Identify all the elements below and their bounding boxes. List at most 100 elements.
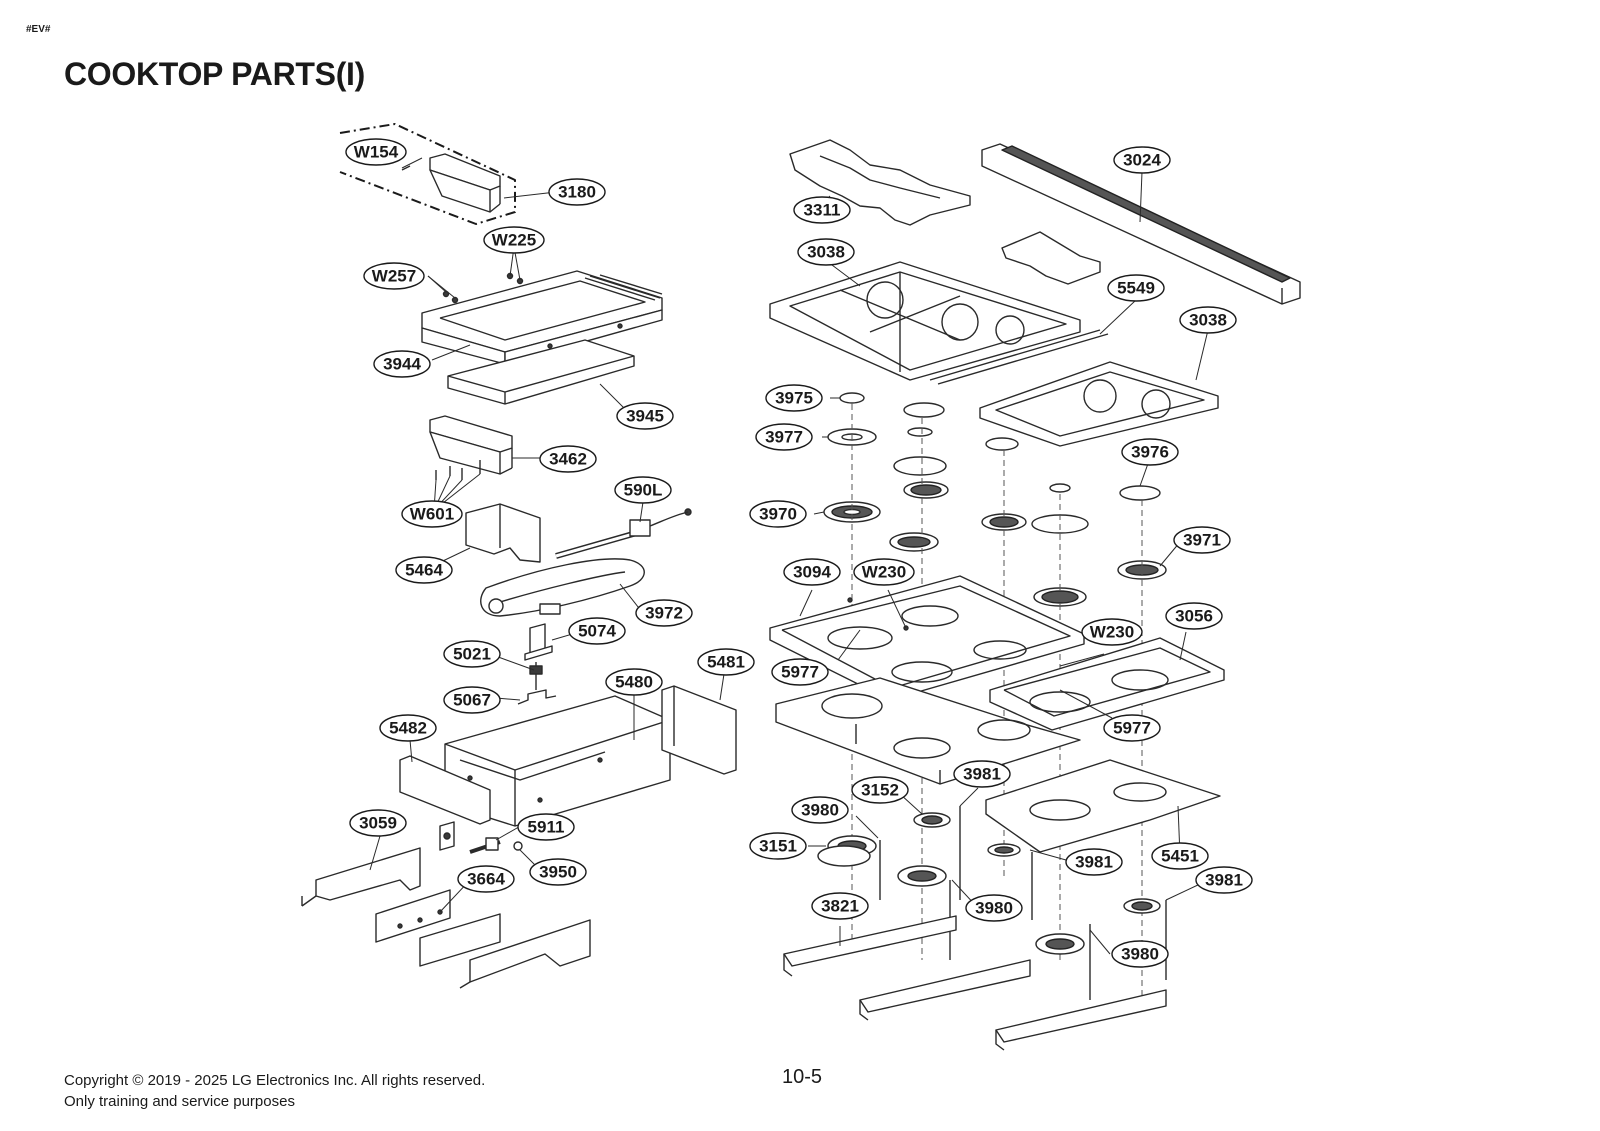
front-panel-5482 <box>399 755 491 825</box>
valve-mid <box>897 865 947 887</box>
callout-5451: 5451 <box>1151 842 1209 870</box>
callout-W601: W601 <box>401 500 463 528</box>
callout-5977-left: 5977 <box>771 658 829 686</box>
drip-pan-3462 <box>429 415 513 475</box>
svg-text:3977: 3977 <box>765 428 803 447</box>
svg-text:W154: W154 <box>354 143 399 162</box>
callout-3981-mid: 3981 <box>1065 848 1123 876</box>
callout-5481: 5481 <box>697 648 755 676</box>
callout-3056: 3056 <box>1165 602 1223 630</box>
svg-text:3462: 3462 <box>549 450 587 469</box>
callout-5549: 5549 <box>1107 274 1165 302</box>
svg-text:W601: W601 <box>410 505 454 524</box>
griddle-burner-3972 <box>480 558 645 617</box>
callout-3151: 3151 <box>749 832 807 860</box>
burner-box-5480 <box>444 695 671 827</box>
side-panel-5481 <box>661 685 737 775</box>
svg-text:3151: 3151 <box>759 837 797 856</box>
valve-right2 <box>1035 933 1085 955</box>
callout-3975: 3975 <box>765 384 823 412</box>
screws-w601 <box>435 460 481 480</box>
svg-text:5977: 5977 <box>1113 719 1151 738</box>
callout-3038-right: 3038 <box>1179 306 1237 334</box>
footer: Copyright © 2019 - 2025 LG Electronics I… <box>64 1070 485 1112</box>
valve-right3 <box>1123 898 1161 914</box>
svg-text:W230: W230 <box>862 563 906 582</box>
svg-text:3944: 3944 <box>383 355 421 374</box>
svg-text:3821: 3821 <box>821 897 859 916</box>
svg-text:3981: 3981 <box>963 765 1001 784</box>
svg-text:3180: 3180 <box>558 183 596 202</box>
callout-W257: W257 <box>363 262 425 290</box>
svg-text:3980: 3980 <box>975 899 1013 918</box>
svg-text:5074: 5074 <box>578 622 616 641</box>
knob-3950 <box>513 841 523 851</box>
bracket-5074 <box>524 623 553 661</box>
grease-screw-w154 <box>401 165 411 171</box>
screw-w257 <box>442 290 459 304</box>
heat-shield-5464 <box>465 503 541 563</box>
page-number: 10-5 <box>782 1066 823 1088</box>
svg-text:5481: 5481 <box>707 653 745 672</box>
burner-3970 <box>823 501 881 523</box>
svg-text:3981: 3981 <box>1205 871 1243 890</box>
svg-text:3972: 3972 <box>645 604 683 623</box>
valve-bracket <box>439 821 455 851</box>
callout-3152: 3152 <box>851 776 909 804</box>
svg-text:5451: 5451 <box>1161 847 1199 866</box>
svg-text:W225: W225 <box>492 231 536 250</box>
page-title: COOKTOP PARTS(I) <box>64 56 365 92</box>
svg-text:3981: 3981 <box>1075 853 1113 872</box>
copyright-notice: Copyright © 2019 - 2025 LG Electronics I… <box>64 1072 486 1089</box>
callout-W230-left: W230 <box>853 558 915 586</box>
callout-5021: 5021 <box>443 640 501 668</box>
accessory-kit-box <box>339 123 516 225</box>
svg-text:5977: 5977 <box>781 663 819 682</box>
cap-col2 <box>893 402 947 476</box>
svg-text:5480: 5480 <box>615 673 653 692</box>
callout-3980-mid: 3980 <box>965 894 1023 922</box>
valve-right1 <box>987 843 1021 857</box>
support-3664 <box>375 889 501 967</box>
svg-text:3980: 3980 <box>1121 945 1159 964</box>
rail-right <box>995 989 1167 1051</box>
svg-text:5021: 5021 <box>453 645 491 664</box>
callout-3094: 3094 <box>783 558 841 586</box>
callout-W225: W225 <box>483 226 545 254</box>
callout-3950: 3950 <box>529 858 587 886</box>
usage-note: Only training and service purposes <box>64 1093 295 1110</box>
callout-3981-top: 3981 <box>953 760 1011 788</box>
callout-3980-top: 3980 <box>791 796 849 824</box>
svg-text:5549: 5549 <box>1117 279 1155 298</box>
callout-3311: 3311 <box>793 196 851 224</box>
callout-3664: 3664 <box>457 865 515 893</box>
svg-text:W257: W257 <box>372 267 416 286</box>
grate-3311 <box>789 139 971 226</box>
svg-text:3056: 3056 <box>1175 607 1213 626</box>
callout-3038-left: 3038 <box>797 238 855 266</box>
burner-col2-b <box>889 532 939 552</box>
svg-text:5464: 5464 <box>405 561 443 580</box>
burner-box-5451 <box>985 759 1221 853</box>
griddle-tray-3180 <box>429 153 501 213</box>
svg-text:3980: 3980 <box>801 801 839 820</box>
callout-3944: 3944 <box>373 350 431 378</box>
griddle-plate-3945 <box>447 339 635 405</box>
thermocouples-3980-3981 <box>879 806 1167 1000</box>
callout-W230-right: W230 <box>1081 618 1143 646</box>
callout-3180: 3180 <box>548 178 606 206</box>
burner-tube-590L <box>555 508 692 559</box>
griddle-frame-3944 <box>421 270 663 365</box>
callout-5977-right: 5977 <box>1103 714 1161 742</box>
rail-mid <box>859 959 1031 1021</box>
valve-3152 <box>913 812 951 828</box>
svg-text:W230: W230 <box>1090 623 1134 642</box>
callout-5464: 5464 <box>395 556 453 584</box>
cap-col3 <box>985 437 1019 451</box>
callout-3059: 3059 <box>349 809 407 837</box>
lower-panel-3059 <box>301 847 421 907</box>
callout-3972: 3972 <box>635 599 693 627</box>
grate-3038-left <box>769 261 1081 381</box>
cooktop-3094 <box>769 575 1085 701</box>
